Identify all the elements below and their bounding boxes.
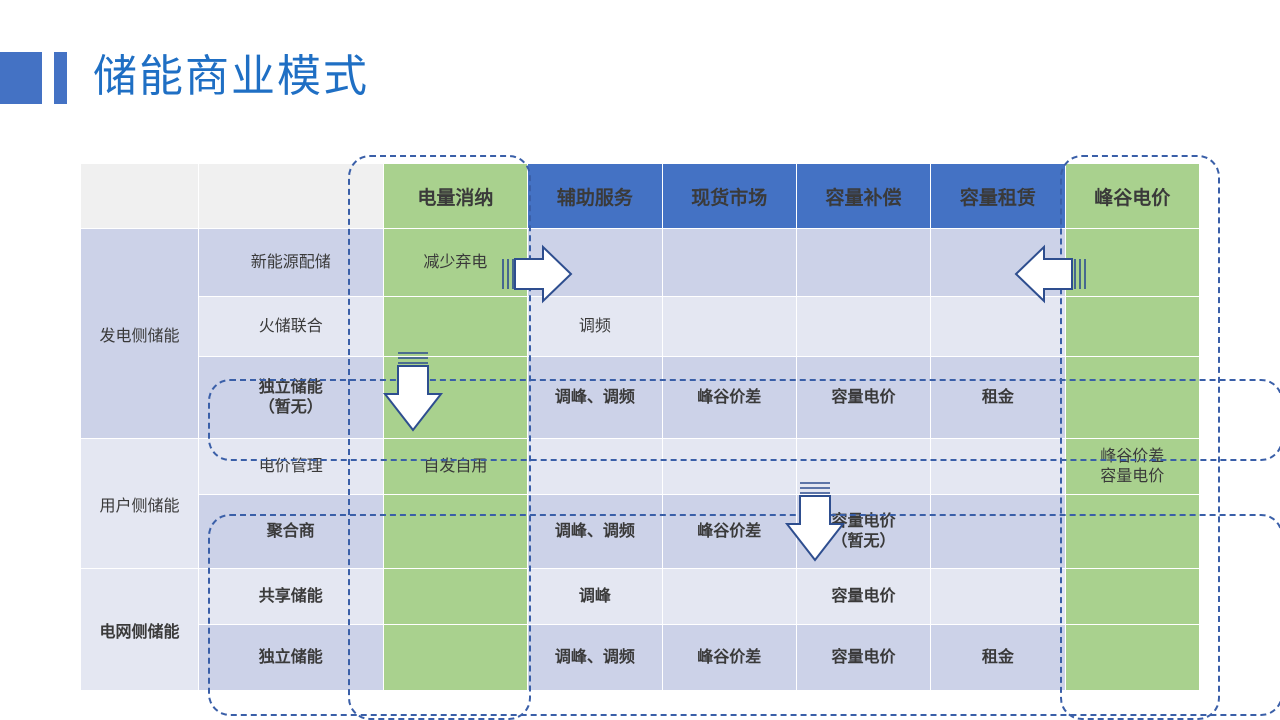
column-header-6[interactable]: 峰谷电价 [1064,163,1201,229]
row-label[interactable]: 聚合商 [197,494,384,569]
cell-r4-c6[interactable]: 峰谷价差容量电价 [1064,438,1201,495]
cell-r2-c1[interactable] [382,296,529,357]
table-row: 独立储能（暂无） 调峰、调频峰谷价差容量电价租金 [81,356,1201,439]
group-label-2: 用户侧储能 [80,438,199,569]
table-row: 发电侧储能新能源配储减少弃电 [80,228,1201,439]
cell-r6-c1[interactable] [382,568,529,625]
table-row: 聚合商 调峰、调频峰谷价差容量电价（暂无） [81,494,1201,569]
group-label-1: 发电侧储能 [80,228,199,439]
accent-bar-wide [0,52,42,104]
column-header-1[interactable]: 电量消纳 [382,163,529,229]
business-model-matrix: 电量消纳辅助服务现货市场容量补偿容量租赁峰谷电价发电侧储能新能源配储减少弃电火储… [80,163,1201,716]
row-label[interactable]: 新能源配储 [197,228,384,297]
row-label[interactable]: 共享储能 [197,568,384,625]
row-label[interactable]: 独立储能 [197,624,384,691]
table-row: 电网侧储能共享储能调峰容量电价 [80,568,1201,691]
cell-r7-c2[interactable]: 调峰、调频 [527,624,663,691]
cell-r5-c5[interactable] [930,494,1066,569]
cell-r1-c5[interactable] [930,228,1066,297]
cell-r6-c4[interactable]: 容量电价 [795,568,932,625]
cell-r6-c2[interactable]: 调峰 [527,568,663,625]
cell-r7-c5[interactable]: 租金 [930,624,1066,691]
accent-bar-narrow [54,52,67,104]
title-accent-bars [0,52,67,104]
cell-r7-c4[interactable]: 容量电价 [795,624,932,691]
column-header-3[interactable]: 现货市场 [661,163,797,229]
cell-r3-c3[interactable]: 峰谷价差 [661,356,797,439]
cell-r5-c2[interactable]: 调峰、调频 [527,494,663,569]
cell-r5-c4[interactable]: 容量电价（暂无） [795,494,932,569]
cell-r7-c6[interactable] [1064,624,1201,691]
table-row: 用户侧储能电价管理自发自用 峰谷价差容量电价 [80,438,1201,569]
table-row: 独立储能 调峰、调频峰谷价差容量电价租金 [81,624,1201,691]
cell-r6-c5[interactable] [930,568,1066,625]
cell-r1-c3[interactable] [661,228,797,297]
cell-r2-c6[interactable] [1064,296,1201,357]
cell-r4-c3[interactable] [661,438,797,495]
cell-r7-c3[interactable]: 峰谷价差 [661,624,797,691]
group-label-3: 电网侧储能 [80,568,199,691]
cell-r6-c6[interactable] [1064,568,1201,625]
page-title: 储能商业模式 [93,52,369,101]
column-header-2[interactable]: 辅助服务 [527,163,663,229]
cell-r3-c4[interactable]: 容量电价 [795,356,932,439]
cell-r1-c6[interactable] [1064,228,1201,297]
table-row: 火储联合 调频 [81,296,1201,357]
row-label[interactable]: 电价管理 [197,438,384,495]
cell-r3-c5[interactable]: 租金 [930,356,1066,439]
cell-r5-c3[interactable]: 峰谷价差 [661,494,797,569]
cell-r4-c4[interactable] [795,438,932,495]
row-label[interactable]: 独立储能（暂无） [197,356,384,439]
cell-r2-c3[interactable] [661,296,797,357]
cell-r4-c2[interactable] [527,438,663,495]
cell-r3-c6[interactable] [1064,356,1201,439]
cell-r1-c4[interactable] [795,228,932,297]
cell-r5-c6[interactable] [1064,494,1201,569]
cell-r2-c2[interactable]: 调频 [527,296,663,357]
column-header-5[interactable]: 容量租赁 [930,163,1066,229]
cell-r7-c1[interactable] [382,624,529,691]
matrix-header-row: 电量消纳辅助服务现货市场容量补偿容量租赁峰谷电价 [80,163,1201,229]
accent-bar-gap [42,52,54,104]
header-blank-cell [80,163,199,229]
cell-r1-c1[interactable]: 减少弃电 [382,228,529,297]
cell-r2-c4[interactable] [795,296,932,357]
column-header-4[interactable]: 容量补偿 [795,163,932,229]
cell-r3-c1[interactable] [382,356,529,439]
cell-r4-c1[interactable]: 自发自用 [382,438,529,495]
row-label[interactable]: 火储联合 [197,296,384,357]
header-blank-cell [197,163,384,229]
cell-r2-c5[interactable] [930,296,1066,357]
cell-r6-c3[interactable] [661,568,797,625]
cell-r3-c2[interactable]: 调峰、调频 [527,356,663,439]
cell-r4-c5[interactable] [930,438,1066,495]
cell-r5-c1[interactable] [382,494,529,569]
cell-r1-c2[interactable] [527,228,663,297]
matrix-table: 电量消纳辅助服务现货市场容量补偿容量租赁峰谷电价发电侧储能新能源配储减少弃电火储… [80,163,1201,691]
